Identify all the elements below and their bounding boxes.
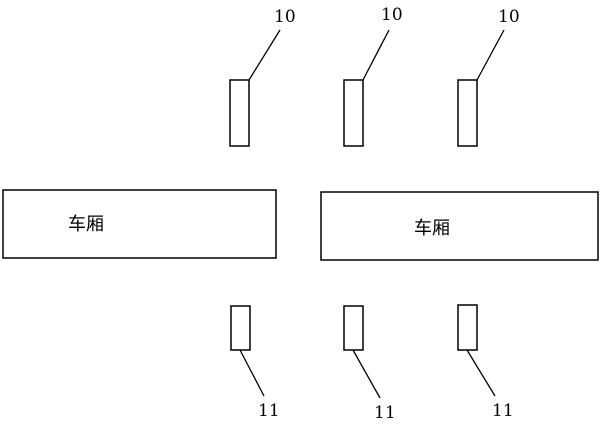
- bottom-component-1-ref: 11: [258, 401, 280, 421]
- bottom-component-2: 11: [343, 305, 396, 423]
- carriage-left: 车厢: [2, 189, 277, 259]
- top-component-3-ref: 10: [498, 7, 520, 27]
- top-component-2-ref: 10: [381, 5, 403, 25]
- top-component-1-ref: 10: [274, 7, 296, 27]
- carriage-left-box: [2, 189, 277, 259]
- bottom-component-3: 11: [457, 304, 514, 421]
- top-component-2: 10: [343, 5, 403, 147]
- top-component-3-box: [457, 79, 478, 147]
- top-component-1-box: [229, 79, 250, 147]
- bottom-component-2-ref: 11: [374, 403, 396, 423]
- bottom-component-3-ref: 11: [492, 401, 514, 421]
- top-component-1: 10: [229, 7, 296, 147]
- top-component-3: 10: [457, 7, 520, 147]
- bottom-component-3-leader: [466, 349, 496, 397]
- top-component-2-box: [343, 79, 364, 147]
- carriage-right-box: [320, 191, 599, 261]
- top-component-1-leader: [248, 29, 281, 81]
- bottom-component-2-leader: [352, 349, 381, 399]
- bottom-component-3-box: [457, 304, 478, 351]
- carriage-left-label: 车厢: [68, 214, 104, 235]
- carriage-right-label: 车厢: [414, 218, 450, 239]
- top-component-3-leader: [476, 29, 505, 81]
- carriage-right: 车厢: [320, 191, 599, 261]
- bottom-component-2-box: [343, 305, 364, 351]
- top-component-2-leader: [362, 29, 390, 81]
- bottom-component-1-leader: [239, 349, 265, 397]
- bottom-component-1-box: [230, 305, 251, 351]
- bottom-component-1: 11: [230, 305, 280, 421]
